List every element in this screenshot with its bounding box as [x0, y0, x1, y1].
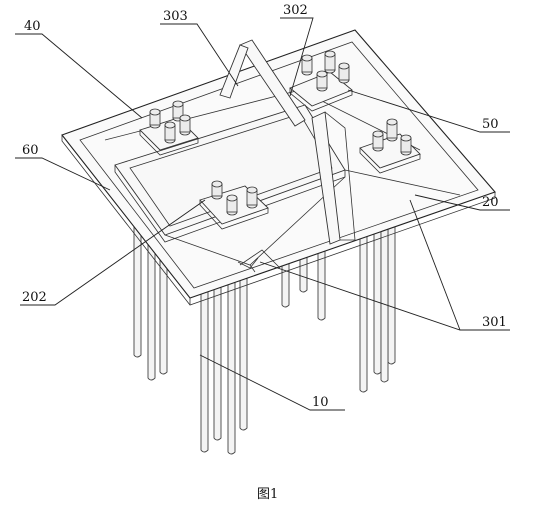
- label-301: 301: [482, 315, 507, 330]
- label-10: 10: [312, 395, 329, 410]
- anchor-plate-right: [359, 118, 421, 174]
- figure-caption: 图1: [257, 487, 278, 502]
- anchor-plate-left: [139, 100, 199, 156]
- label-303: 303: [163, 9, 188, 24]
- label-20: 20: [482, 195, 499, 210]
- anchor-plate-front: [199, 180, 269, 230]
- label-60: 60: [22, 143, 39, 158]
- label-50: 50: [482, 117, 499, 132]
- leader-lines: [15, 17, 510, 411]
- diagonal-braces: [219, 39, 356, 269]
- label-40: 40: [24, 19, 41, 34]
- label-302: 302: [283, 3, 308, 18]
- label-202: 202: [22, 290, 47, 305]
- anchor-plate-back: [289, 50, 353, 112]
